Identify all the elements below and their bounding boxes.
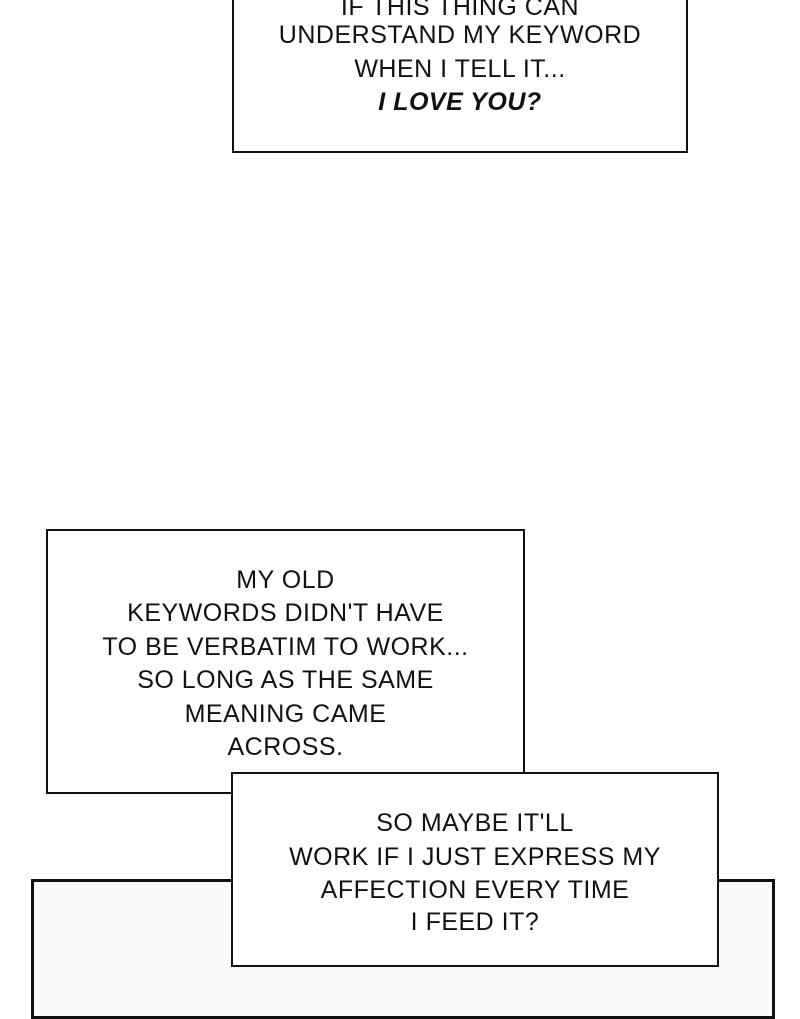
- caption-line: UNDERSTAND MY KEYWORD: [278, 21, 642, 49]
- caption-box-middle: MY OLD KEYWORDS DIDN'T HAVE TO BE VERBAT…: [46, 529, 525, 794]
- caption-line: WHEN I TELL IT...: [354, 55, 566, 83]
- caption-line: AFFECTION EVERY TIME: [320, 876, 630, 904]
- caption-line: WORK IF I JUST EXPRESS MY: [289, 843, 661, 871]
- caption-line: KEYWORDS DIDN'T HAVE: [127, 599, 444, 627]
- caption-box-bottom: SO MAYBE IT'LL WORK IF I JUST EXPRESS MY…: [231, 772, 719, 967]
- caption-line: TO BE VERBATIM TO WORK...: [102, 633, 469, 661]
- caption-line: MY OLD: [236, 566, 335, 594]
- caption-line: MEANING CAME: [184, 700, 387, 728]
- caption-line: IF THIS THING CAN: [340, 0, 580, 21]
- caption-line: SO MAYBE IT'LL: [376, 809, 574, 837]
- caption-line: I FEED IT?: [410, 908, 540, 936]
- caption-line: ACROSS.: [227, 733, 344, 761]
- caption-line: SO LONG AS THE SAME: [137, 666, 434, 694]
- caption-emphasis: I LOVE YOU?: [378, 88, 542, 116]
- caption-box-top: IF THIS THING CAN UNDERSTAND MY KEYWORD …: [232, 0, 688, 153]
